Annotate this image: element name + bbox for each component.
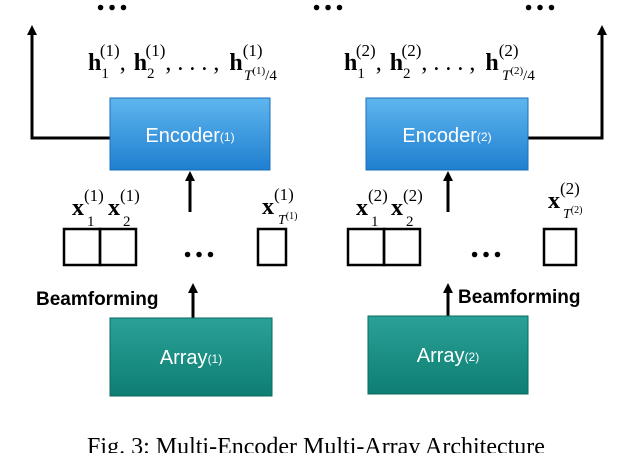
- encoder-box-2: [365, 97, 529, 171]
- h1-base-1: h: [88, 50, 101, 76]
- beamforming-label-2: Beamforming: [458, 287, 580, 308]
- panel-2: h1(2), h2(2), . . . , h(2) T(2)/4 Encode…: [344, 25, 607, 395]
- sep-2: , . . . ,: [421, 50, 475, 76]
- frame-box-1a: [62, 227, 102, 267]
- x2-sub-2: 2: [406, 214, 414, 230]
- x1-label-1: x(1): [72, 186, 104, 221]
- frame-ellipsis-1: …: [182, 228, 216, 265]
- hT-base-2: h: [485, 50, 498, 76]
- array-label-2: Array(2): [417, 345, 479, 367]
- h1-sup-1: (1): [100, 41, 120, 60]
- xT-sub-1: T(1): [278, 211, 297, 228]
- x2-sub-1: 2: [123, 214, 131, 230]
- h1-comma-2: ,: [376, 50, 382, 76]
- sep-1: , . . . ,: [165, 50, 219, 76]
- h2-sub-1: 2: [147, 66, 155, 82]
- top-ellipsis-right: …: [523, 0, 557, 18]
- output-arrow-2: [528, 25, 607, 140]
- xT-sub-2: T(2): [563, 205, 582, 222]
- hT-sub-1: T(1)/4: [244, 65, 277, 84]
- hT-sub-2: T(2)/4: [502, 65, 535, 84]
- panel-1: h1(1), h2(1), . . . , h(1) T(1)/4 Encode…: [27, 25, 297, 397]
- xT-label-1: x(1): [262, 185, 294, 220]
- h1-comma-1: ,: [120, 50, 126, 76]
- h1-sub-2: 1: [357, 66, 365, 82]
- encoder-box-1: [109, 97, 271, 171]
- h2-base-1: h: [134, 50, 147, 76]
- output-seq-2: h1(2), h2(2), . . . , h(2): [344, 41, 519, 82]
- h1-base-2: h: [344, 50, 357, 76]
- frame-box-1T: [256, 227, 288, 267]
- encoder-label-2: Encoder(2): [402, 125, 491, 147]
- h1-sub-1: 1: [101, 66, 109, 82]
- x2-label-1: x(1): [108, 186, 140, 221]
- hT-sup-2: (2): [499, 41, 519, 60]
- array-box-1: [109, 317, 273, 397]
- frame-ellipsis-2: …: [469, 228, 503, 265]
- array-label-1: Array(1): [160, 347, 222, 369]
- encoder-label-1: Encoder(1): [145, 125, 234, 147]
- hT-base-1: h: [229, 50, 242, 76]
- xT-label-2: x(2): [548, 179, 580, 214]
- frame-box-2a: [346, 227, 386, 267]
- top-ellipsis-middle: …: [311, 0, 345, 18]
- top-ellipsis-left: …: [95, 0, 129, 18]
- figure-caption: Fig. 3: Multi-Encoder Multi-Array Archit…: [87, 434, 545, 453]
- frame-box-1b: [98, 227, 138, 267]
- h2-sub-2: 2: [403, 66, 411, 82]
- h2-base-2: h: [390, 50, 403, 76]
- x1-sub-1: 1: [87, 214, 95, 230]
- output-seq-1: h1(1), h2(1), . . . , h(1): [88, 41, 263, 82]
- h2-sup-1: (1): [146, 41, 166, 60]
- h2-sup-2: (2): [402, 41, 422, 60]
- x1-label-2: x(2): [356, 186, 388, 221]
- output-arrow-1: [27, 25, 110, 140]
- x2-label-2: x(2): [391, 186, 423, 221]
- hT-sup-1: (1): [243, 41, 263, 60]
- x1-sub-2: 1: [371, 214, 379, 230]
- frame-box-2T: [542, 227, 578, 267]
- h1-sup-2: (2): [356, 41, 376, 60]
- array-box-2: [367, 315, 529, 395]
- beamforming-label-1: Beamforming: [36, 289, 158, 310]
- frame-box-2b: [382, 227, 422, 267]
